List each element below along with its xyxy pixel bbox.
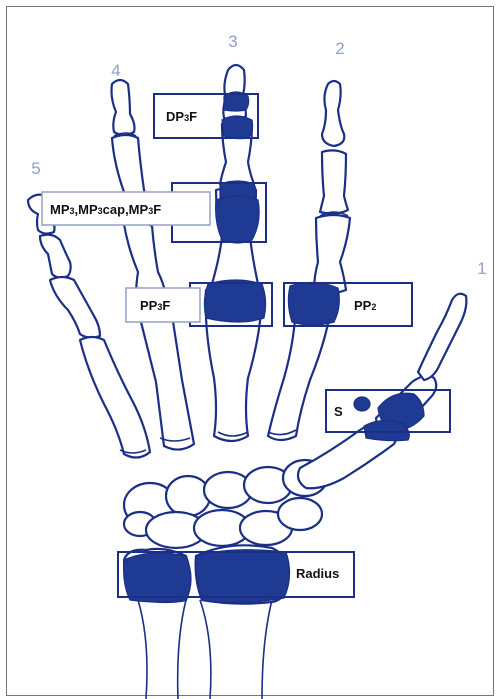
mp3-label: MP3,MP3cap,MP3F xyxy=(50,202,161,217)
pp3-mark xyxy=(204,280,265,322)
s-dot-mark xyxy=(354,397,370,411)
digit-number-4: 4 xyxy=(111,61,120,80)
pp2-mark xyxy=(288,282,339,325)
forearm-bones xyxy=(138,600,272,699)
index-bones xyxy=(268,81,350,440)
radius-left-mark xyxy=(124,553,191,602)
digit-number-3: 3 xyxy=(228,32,237,51)
mp3-proximal-mark xyxy=(216,196,260,243)
pp2-label: PP2 xyxy=(354,298,376,313)
digit-number-1: 1 xyxy=(477,259,486,278)
radius-label: Radius xyxy=(296,566,339,581)
s-label: S xyxy=(334,404,343,419)
digit-number-2: 2 xyxy=(335,39,344,58)
dp3-proximal-mark xyxy=(222,116,253,139)
s-lower-mark xyxy=(364,420,409,440)
pp3f-label: PP3F xyxy=(140,298,170,313)
dp3f-label: DP3F xyxy=(166,109,197,124)
digit-number-5: 5 xyxy=(31,159,40,178)
carpal-bones xyxy=(124,460,327,548)
radius-right-mark xyxy=(196,550,290,603)
